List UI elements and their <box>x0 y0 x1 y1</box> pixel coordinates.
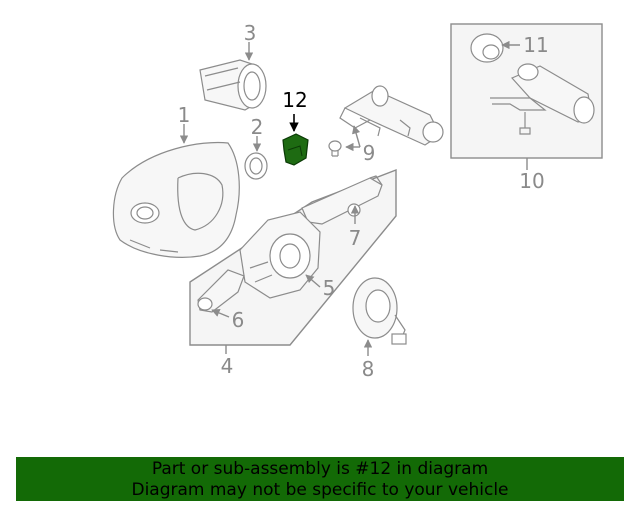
part-3-ignition-barrel <box>199 59 267 111</box>
part-12-highlighted <box>282 133 309 166</box>
part-2-ring <box>244 152 268 180</box>
part-1-column-cover <box>112 141 240 258</box>
callout-1: 1 <box>178 103 191 127</box>
part-4-box <box>189 168 397 346</box>
part-5-switch-body <box>239 211 321 299</box>
callout-12-highlighted: 12 <box>282 88 307 112</box>
part-notice-banner: Part or sub-assembly is #12 in diagram D… <box>16 457 624 501</box>
callout-3: 3 <box>244 21 257 45</box>
callout-2: 2 <box>251 115 264 139</box>
parts-diagram: 1 2 3 4 5 6 7 8 9 10 11 12 <box>112 21 603 381</box>
part-6-signal-lever <box>197 269 245 313</box>
banner-line-1: Part or sub-assembly is #12 in diagram <box>151 459 489 479</box>
banner-line-2: Diagram may not be specific to your vehi… <box>131 480 509 500</box>
callout-8: 8 <box>362 357 375 381</box>
callout-9: 9 <box>363 141 376 165</box>
part-8-clock-spring <box>352 277 407 345</box>
steering-lock-assembly <box>339 85 444 146</box>
part-9-bolt <box>328 140 342 157</box>
callout-5: 5 <box>323 276 336 300</box>
callout-7: 7 <box>349 226 362 250</box>
callout-6: 6 <box>232 308 245 332</box>
leader-5 <box>305 274 321 288</box>
callout-10: 10 <box>519 169 544 193</box>
callout-4: 4 <box>221 354 234 378</box>
leader-6 <box>211 308 230 318</box>
part-10-box <box>450 23 603 159</box>
callout-11: 11 <box>523 33 548 57</box>
part-11-switch <box>470 33 504 63</box>
leader-9b <box>352 125 361 148</box>
